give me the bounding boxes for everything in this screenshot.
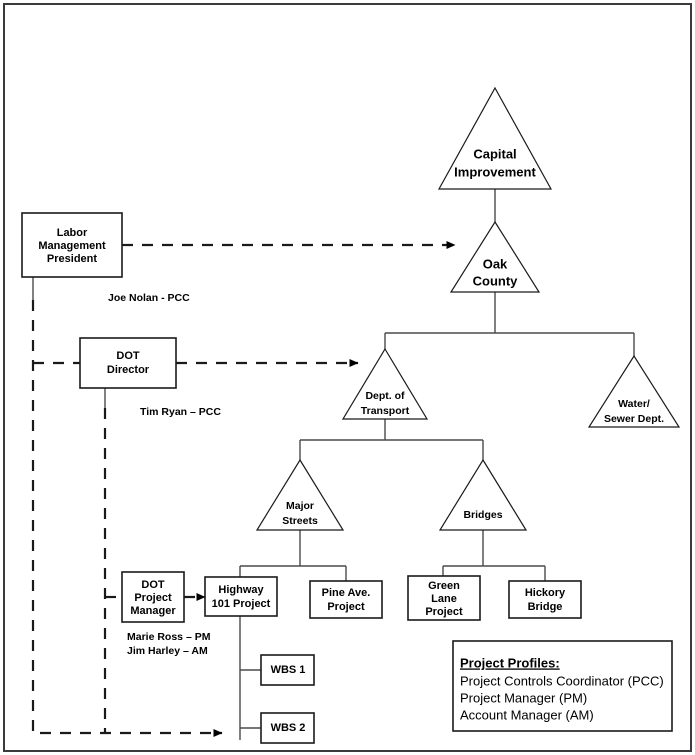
dashed-labor-spine-to-wbs2 — [31, 300, 223, 737]
oak-county-triangle — [449, 220, 541, 293]
dot-director-label-line1: DOT — [116, 350, 140, 362]
annotation-joe-nolan: Joe Nolan - PCC — [108, 292, 190, 304]
water-sewer-dept-label-line2: Sewer Dept. — [604, 413, 664, 425]
dashed-link-group — [31, 241, 456, 737]
box-nodes: Labor Management President DOT Director … — [21, 212, 582, 744]
annotation-marie-ross: Marie Ross – PM — [127, 631, 211, 643]
legend-item-am: Account Manager (AM) — [460, 707, 594, 722]
wbs-2-box — [260, 712, 315, 744]
node-capital-improvement[interactable]: Capital Improvement — [437, 86, 553, 190]
water-sewer-dept-label-line1: Water/ — [618, 398, 650, 410]
green-lane-project-box — [407, 575, 481, 621]
connector-group — [32, 189, 635, 740]
node-water-sewer-dept[interactable]: Water/ Sewer Dept. — [587, 354, 681, 428]
project-profiles-legend: Project Profiles: Project Controls Coord… — [452, 640, 673, 732]
dot-project-manager-label-line2: Project — [134, 592, 172, 604]
wbs-1-label: WBS 1 — [271, 664, 306, 676]
dot-director-box — [79, 337, 177, 389]
node-green-lane-project[interactable]: Green Lane Project — [407, 575, 481, 621]
highway-101-project-label-line2: 101 Project — [212, 598, 271, 610]
dept-of-transport-triangle — [341, 347, 429, 420]
page-border — [3, 3, 692, 752]
dot-project-manager-label-line1: DOT — [141, 579, 165, 591]
pine-ave-project-label-line2: Project — [327, 601, 365, 613]
water-sewer-dept-triangle — [587, 354, 681, 428]
legend-border — [452, 640, 673, 732]
wbs-1-box — [260, 654, 315, 686]
node-dot-project-manager[interactable]: DOT Project Manager — [121, 571, 185, 623]
node-wbs-1[interactable]: WBS 1 — [260, 654, 315, 686]
annotation-jim-harley: Jim Harley – AM — [127, 645, 208, 657]
node-dept-of-transport[interactable]: Dept. of Transport — [341, 347, 429, 420]
green-lane-project-label-line3: Project — [425, 606, 463, 618]
labor-management-president-label-line1: Labor — [57, 227, 88, 239]
node-wbs-2[interactable]: WBS 2 — [260, 712, 315, 744]
labor-management-president-box — [21, 212, 123, 278]
major-streets-label-line1: Major — [286, 500, 314, 512]
hickory-bridge-label-line2: Bridge — [528, 601, 563, 613]
legend-title: Project Profiles: — [460, 655, 560, 670]
legend-item-pm: Project Manager (PM) — [460, 690, 587, 705]
highway-101-project-box — [204, 576, 278, 617]
oak-county-label-line1: Oak — [483, 256, 508, 271]
capital-improvement-label-line1: Capital — [473, 146, 516, 161]
hickory-bridge-box — [508, 580, 582, 619]
labor-management-president-label-line3: President — [47, 253, 97, 265]
wbs-2-label: WBS 2 — [271, 722, 306, 734]
dept-of-transport-label-line1: Dept. of — [365, 390, 405, 402]
dept-of-transport-label-line2: Transport — [361, 405, 410, 417]
node-bridges[interactable]: Bridges — [438, 458, 528, 531]
major-streets-triangle — [255, 458, 345, 531]
node-highway-101-project[interactable]: Highway 101 Project — [204, 576, 278, 617]
green-lane-project-label-line2: Lane — [431, 593, 457, 605]
annotation-group: Joe Nolan - PCC Tim Ryan – PCC Marie Ros… — [108, 292, 221, 657]
capital-improvement-label-line2: Improvement — [454, 164, 536, 179]
node-oak-county[interactable]: Oak County — [449, 220, 541, 293]
node-hickory-bridge[interactable]: Hickory Bridge — [508, 580, 582, 619]
pine-ave-project-label-line1: Pine Ave. — [322, 587, 371, 599]
triangle-nodes: Capital Improvement Oak County Dept. of … — [255, 86, 681, 531]
oak-county-label-line2: County — [473, 273, 519, 288]
bridges-triangle — [438, 458, 528, 531]
labor-management-president-label-line2: Management — [38, 240, 106, 252]
bridges-label-line1: Bridges — [463, 509, 502, 521]
pine-ave-project-box — [309, 580, 383, 619]
annotation-tim-ryan: Tim Ryan – PCC — [140, 406, 221, 418]
major-streets-label-line2: Streets — [282, 515, 318, 527]
node-major-streets[interactable]: Major Streets — [255, 458, 345, 531]
capital-improvement-triangle — [437, 86, 553, 190]
node-dot-director[interactable]: DOT Director — [79, 337, 177, 389]
green-lane-project-label-line1: Green — [428, 580, 460, 592]
node-labor-management-president[interactable]: Labor Management President — [21, 212, 123, 278]
highway-101-project-label-line1: Highway — [218, 584, 264, 596]
dot-project-manager-label-line3: Manager — [130, 605, 176, 617]
node-pine-ave-project[interactable]: Pine Ave. Project — [309, 580, 383, 619]
dot-director-label-line2: Director — [107, 364, 150, 376]
legend-item-pcc: Project Controls Coordinator (PCC) — [460, 673, 664, 688]
hickory-bridge-label-line1: Hickory — [525, 587, 566, 599]
dot-project-manager-box — [121, 571, 185, 623]
